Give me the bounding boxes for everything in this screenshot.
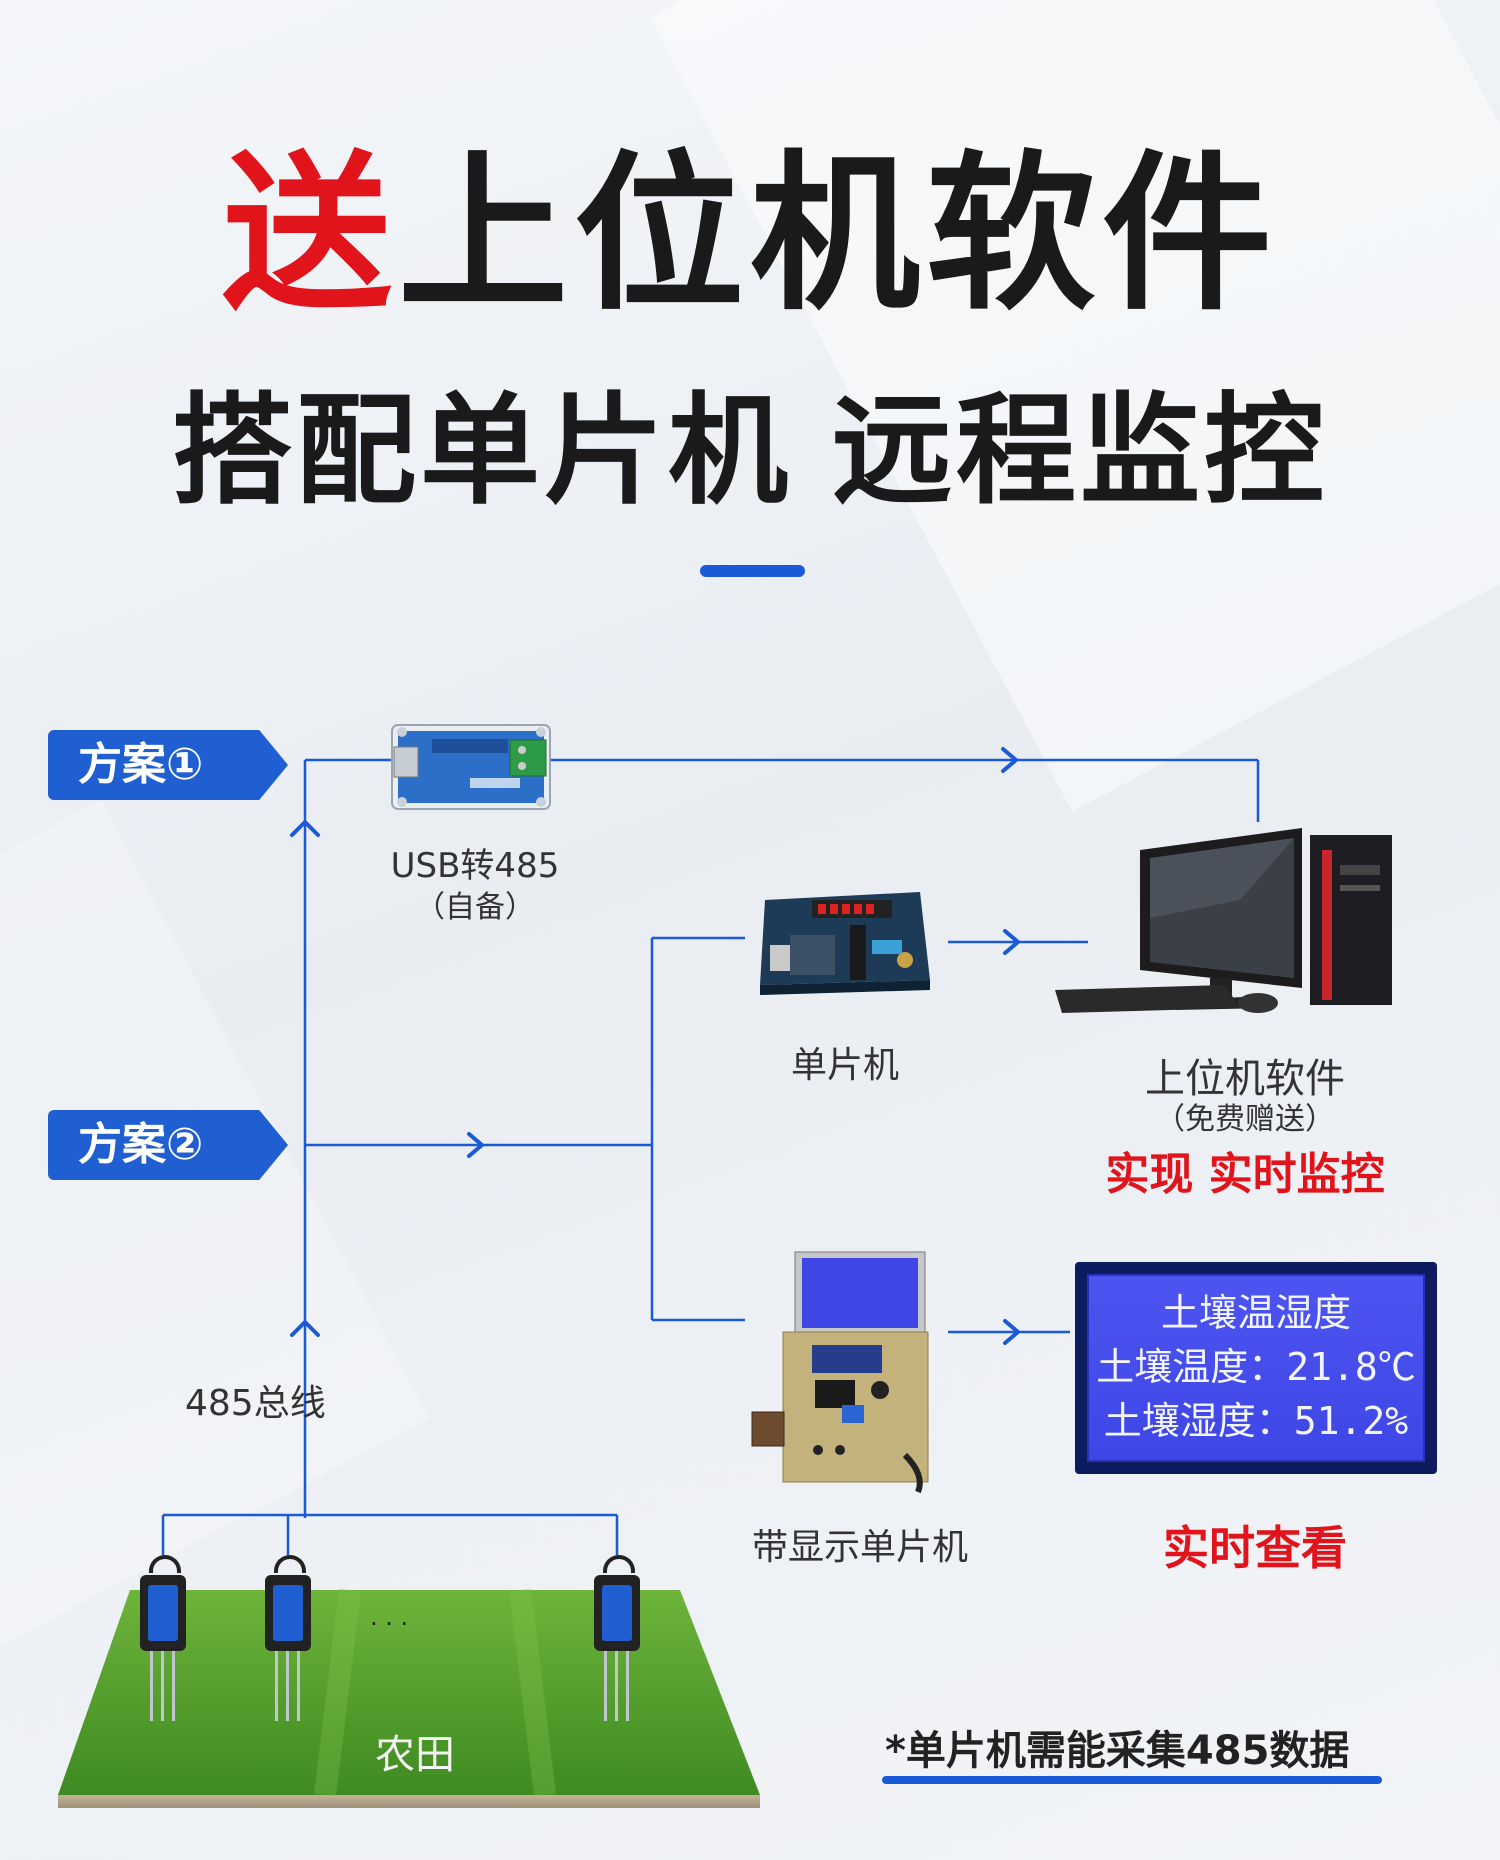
footnote: *单片机需能采集485数据 — [885, 1728, 1350, 1774]
realtime-monitor-label: 实现 实时监控 — [1105, 1149, 1385, 1200]
realtime-view-label: 实时查看 — [1163, 1521, 1347, 1575]
mcu-label: 单片机 — [790, 1045, 899, 1086]
lcd-temperature: 土壤温度：21.8℃ — [1096, 1345, 1416, 1389]
lcd-title: 土壤温湿度 — [1160, 1291, 1351, 1335]
ellipsis: · · · — [370, 1610, 409, 1638]
soil-sensor — [594, 1555, 644, 1735]
computer-image — [1055, 828, 1392, 1013]
arrow-up-icon — [290, 1320, 320, 1337]
footnote-underline — [882, 1776, 1382, 1784]
bus-lines — [161, 758, 1260, 1555]
flow-arrows — [290, 747, 1020, 1345]
arrow-right-icon — [1001, 747, 1018, 773]
farmland-graphic — [58, 1588, 760, 1808]
soil-sensor — [265, 1555, 315, 1735]
mcu-board-image — [760, 892, 930, 995]
scheme-1-tag: 方案① — [48, 730, 288, 800]
pc-software-note: （免费赠送） — [1155, 1102, 1335, 1137]
pc-software-label: 上位机软件 — [1145, 1056, 1345, 1102]
farmland-label: 农田 — [375, 1732, 455, 1778]
page-title: 送上位机软件 — [0, 150, 1500, 320]
usb-485-label: USB转485 — [390, 846, 560, 886]
arrow-right-icon — [1003, 929, 1020, 955]
soil-sensor — [140, 1555, 190, 1735]
subtitle-left: 搭配单片机 — [172, 382, 792, 521]
scheme-2-tag: 方案② — [48, 1110, 288, 1180]
arrow-up-icon — [290, 820, 320, 837]
bus-label: 485总线 — [185, 1383, 326, 1424]
title-divider — [700, 565, 805, 577]
usb-485-converter-image — [391, 724, 551, 810]
page-subtitle: 搭配单片机远程监控 — [0, 392, 1500, 512]
subtitle-right: 远程监控 — [832, 382, 1328, 521]
lcd-humidity: 土壤湿度：51.2% — [1103, 1399, 1409, 1443]
mcu-display-label: 带显示单片机 — [751, 1527, 968, 1568]
arrow-right-icon — [1003, 1319, 1020, 1345]
title-rest: 上位机软件 — [398, 136, 1279, 334]
usb-485-note: （自备） — [415, 890, 535, 925]
arrow-right-icon — [467, 1132, 484, 1158]
title-highlight: 送 — [221, 136, 398, 334]
lcd-display: 土壤温湿度 土壤温度：21.8℃ 土壤湿度：51.2% — [1075, 1262, 1437, 1474]
mcu-display-board-image — [751, 1251, 929, 1494]
